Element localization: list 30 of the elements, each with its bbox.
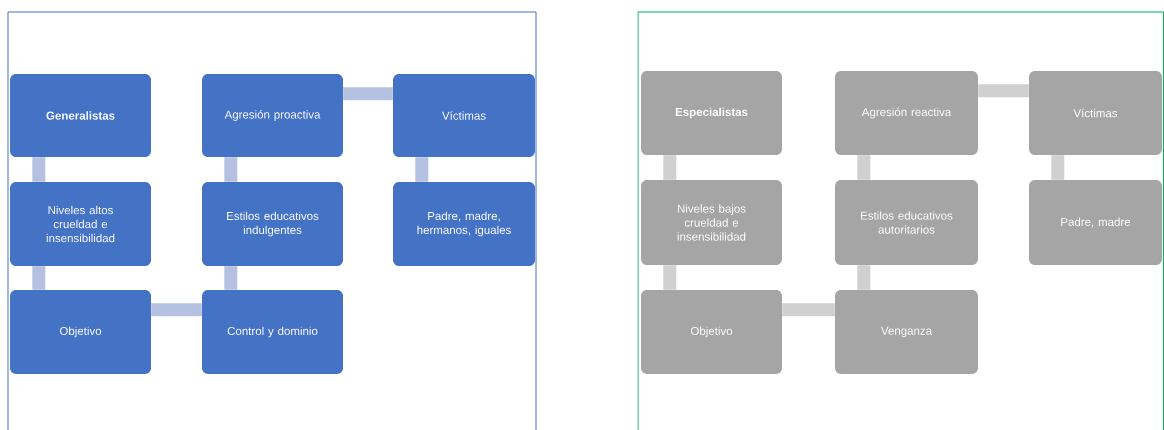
connector-bar — [343, 87, 393, 101]
connector-bar — [663, 265, 677, 290]
rounded-box: Venganza — [835, 290, 978, 374]
connector-bar — [1051, 155, 1065, 180]
connector-bar — [32, 266, 46, 290]
rounded-box: Objetivo — [10, 290, 151, 374]
rounded-box: Agresión reactiva — [835, 71, 978, 155]
connector-bar — [857, 155, 871, 180]
rounded-box: Niveles altos crueldad e insensibilidad — [10, 182, 151, 266]
rounded-box: Víctimas — [393, 74, 535, 157]
connector-bar — [224, 266, 238, 290]
connector-bar — [224, 157, 238, 182]
rounded-box: Control y dominio — [202, 290, 343, 374]
rounded-box: Padre, madre — [1029, 180, 1162, 265]
connector-bar — [151, 303, 202, 317]
rounded-box: Niveles bajos crueldad e insensibilidad — [641, 180, 782, 265]
connector-bar — [663, 155, 677, 180]
rounded-box: Objetivo — [641, 290, 782, 374]
rounded-box: Generalistas — [10, 74, 151, 157]
connector-bar — [32, 157, 46, 182]
connector-bar — [978, 84, 1029, 98]
connector-bar — [415, 157, 429, 182]
rounded-box: Padre, madre, hermanos, iguales — [393, 182, 535, 266]
connector-bar — [857, 265, 871, 290]
rounded-box: Estilos educativos indulgentes — [202, 182, 343, 266]
rounded-box: Estilos educativos autoritarios — [835, 180, 978, 265]
rounded-box: Agresión proactiva — [202, 74, 343, 157]
connector-bar — [782, 303, 835, 317]
rounded-box: Víctimas — [1029, 71, 1162, 155]
rounded-box: Especialistas — [641, 71, 782, 155]
